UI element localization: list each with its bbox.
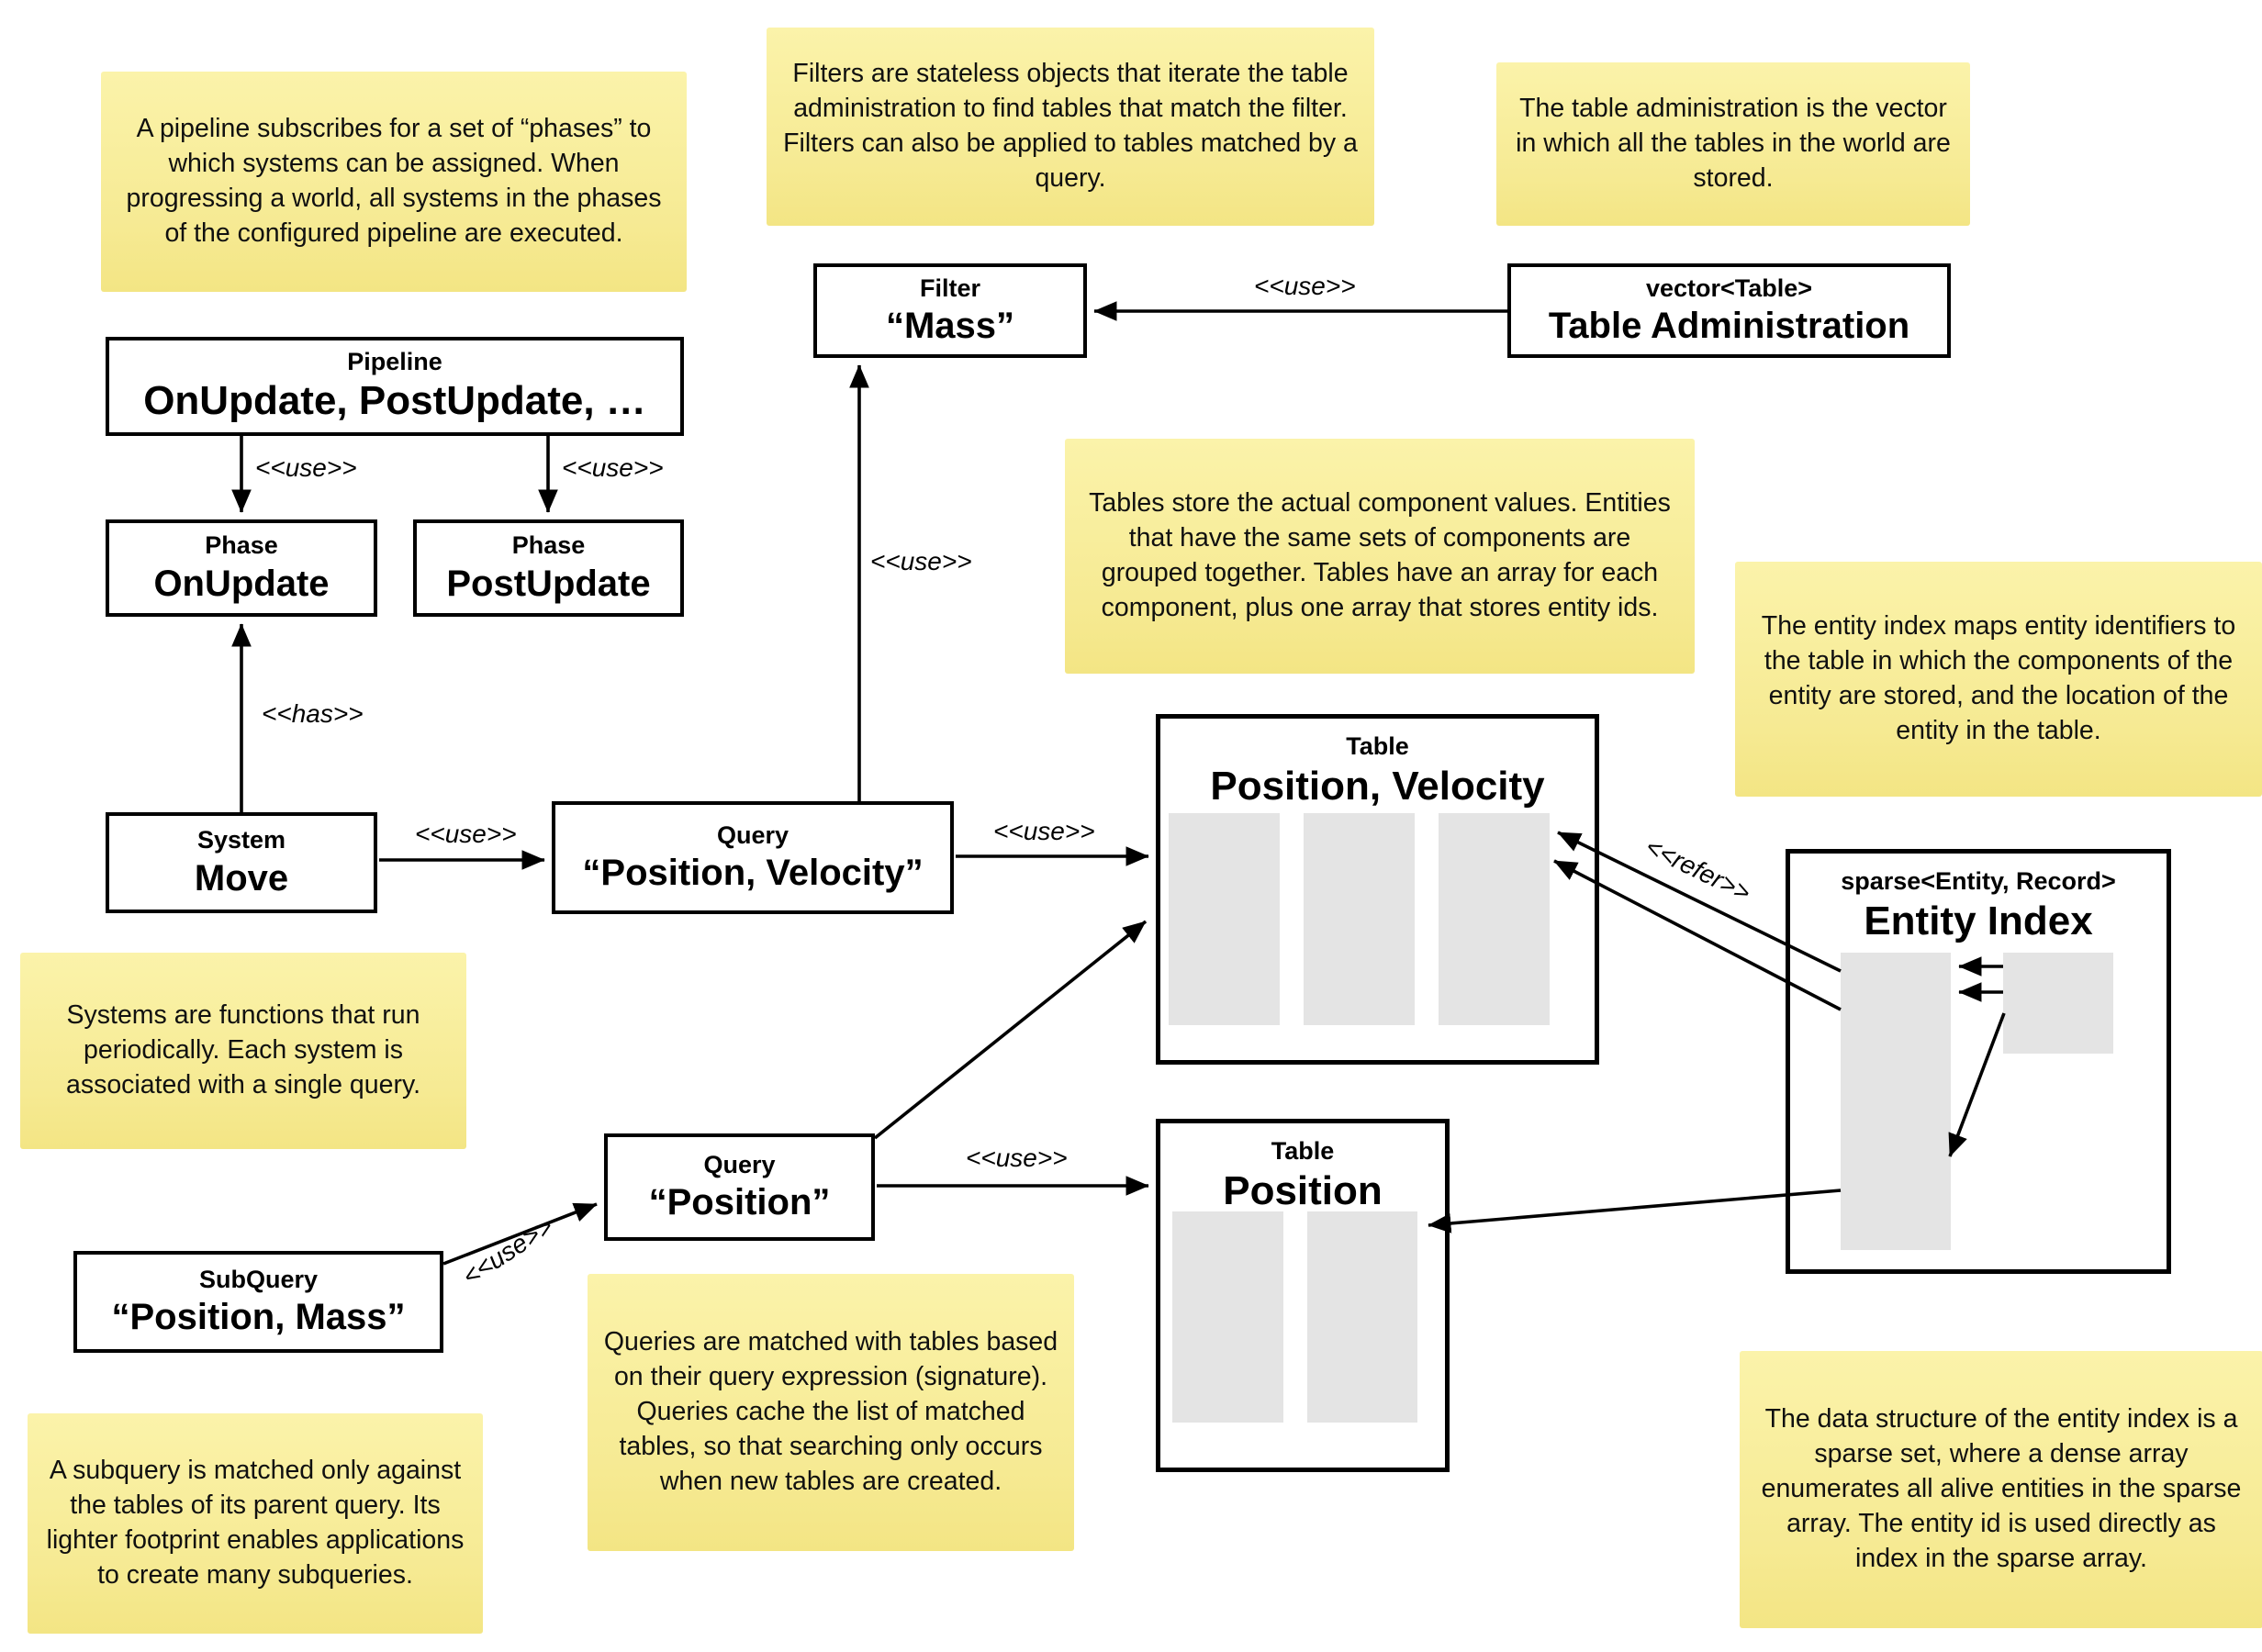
node-filter-mass-name: “Mass” [885, 306, 1015, 347]
note-table-administration: The table administration is the vector i… [1496, 62, 1970, 226]
node-subquery-position-mass: SubQuery “Position, Mass” [73, 1251, 443, 1353]
node-phase-onupdate-name: OnUpdate [153, 563, 330, 604]
edge-entityindex-tablepos [1428, 1189, 1842, 1233]
table-pos-column-2 [1307, 1211, 1417, 1423]
edge-label-use-query-filter: <<use>> [870, 547, 972, 575]
note-filters: Filters are stateless objects that itera… [767, 28, 1374, 226]
node-table-position-velocity-stereotype: Table [1346, 732, 1409, 760]
edge-label-refer-entityindex-table: <<refer>> [1641, 832, 1755, 908]
node-query-position-velocity-name: “Position, Velocity” [582, 853, 924, 894]
note-entity-index: The entity index maps entity identifiers… [1735, 562, 2262, 797]
node-query-position-velocity-stereotype: Query [716, 820, 789, 849]
node-table-position-name: Position [1223, 1167, 1383, 1213]
note-tables: Tables store the actual component values… [1065, 439, 1695, 674]
node-phase-postupdate-name: PostUpdate [446, 563, 651, 604]
note-systems: Systems are functions that run periodica… [20, 953, 466, 1149]
node-table-position-velocity-name: Position, Velocity [1210, 763, 1545, 809]
note-sparse-set: The data structure of the entity index i… [1740, 1351, 2262, 1628]
node-pipeline-name: OnUpdate, PostUpdate, … [143, 378, 646, 424]
node-phase-postupdate-stereotype: Phase [511, 531, 586, 560]
node-phase-postupdate: Phase PostUpdate [413, 519, 684, 617]
edge-querypos-tablepv [873, 920, 1148, 1140]
note-subquery: A subquery is matched only against the t… [28, 1413, 483, 1634]
node-query-position: Query “Position” [604, 1133, 875, 1241]
edge-label-use-pipeline-onupdate: <<use>> [255, 453, 357, 482]
note-queries: Queries are matched with tables based on… [588, 1274, 1074, 1551]
edge-label-use-pipeline-postupdate: <<use>> [562, 453, 664, 482]
node-table-administration-name: Table Administration [1548, 306, 1910, 347]
entity-index-sparse-array [1841, 953, 1951, 1250]
note-pipeline: A pipeline subscribes for a set of “phas… [101, 72, 687, 292]
node-subquery-position-mass-name: “Position, Mass” [111, 1297, 406, 1338]
node-table-administration-stereotype: vector<Table> [1645, 273, 1813, 302]
node-table-administration: vector<Table> Table Administration [1507, 263, 1951, 358]
table-pv-column-1 [1169, 813, 1280, 1025]
node-table-position-stereotype: Table [1271, 1137, 1335, 1165]
edge-label-use-system-query: <<use>> [415, 820, 517, 848]
node-pipeline-stereotype: Pipeline [347, 347, 442, 375]
node-system-move-name: Move [194, 857, 289, 899]
edge-label-use-subquery-query: <<use>> [457, 1211, 558, 1291]
node-subquery-position-mass-stereotype: SubQuery [198, 1265, 319, 1293]
node-filter-mass: Filter “Mass” [813, 263, 1087, 358]
edge-label-use-query-tablepv: <<use>> [993, 817, 1095, 845]
table-pv-column-2 [1304, 813, 1415, 1025]
edge-label-use-tableadmin-filter: <<use>> [1254, 272, 1356, 300]
table-pv-column-3 [1439, 813, 1550, 1025]
node-query-position-velocity: Query “Position, Velocity” [552, 801, 954, 914]
node-phase-onupdate: Phase OnUpdate [106, 519, 377, 617]
node-pipeline: Pipeline OnUpdate, PostUpdate, … [106, 337, 684, 436]
node-system-move-stereotype: System [196, 826, 286, 854]
node-entity-index-name: Entity Index [1864, 898, 2093, 943]
node-query-position-name: “Position” [648, 1182, 831, 1223]
node-query-position-stereotype: Query [703, 1150, 776, 1178]
edge-label-use-query-tablepos: <<use>> [966, 1144, 1068, 1172]
table-pos-column-1 [1172, 1211, 1283, 1423]
node-system-move: System Move [106, 812, 377, 913]
node-phase-onupdate-stereotype: Phase [205, 531, 278, 560]
edge-label-has-system-phase: <<has>> [262, 699, 364, 728]
node-filter-mass-stereotype: Filter [919, 273, 980, 302]
node-entity-index-stereotype: sparse<Entity, Record> [1841, 867, 2116, 895]
entity-index-dense-array [2003, 953, 2113, 1054]
